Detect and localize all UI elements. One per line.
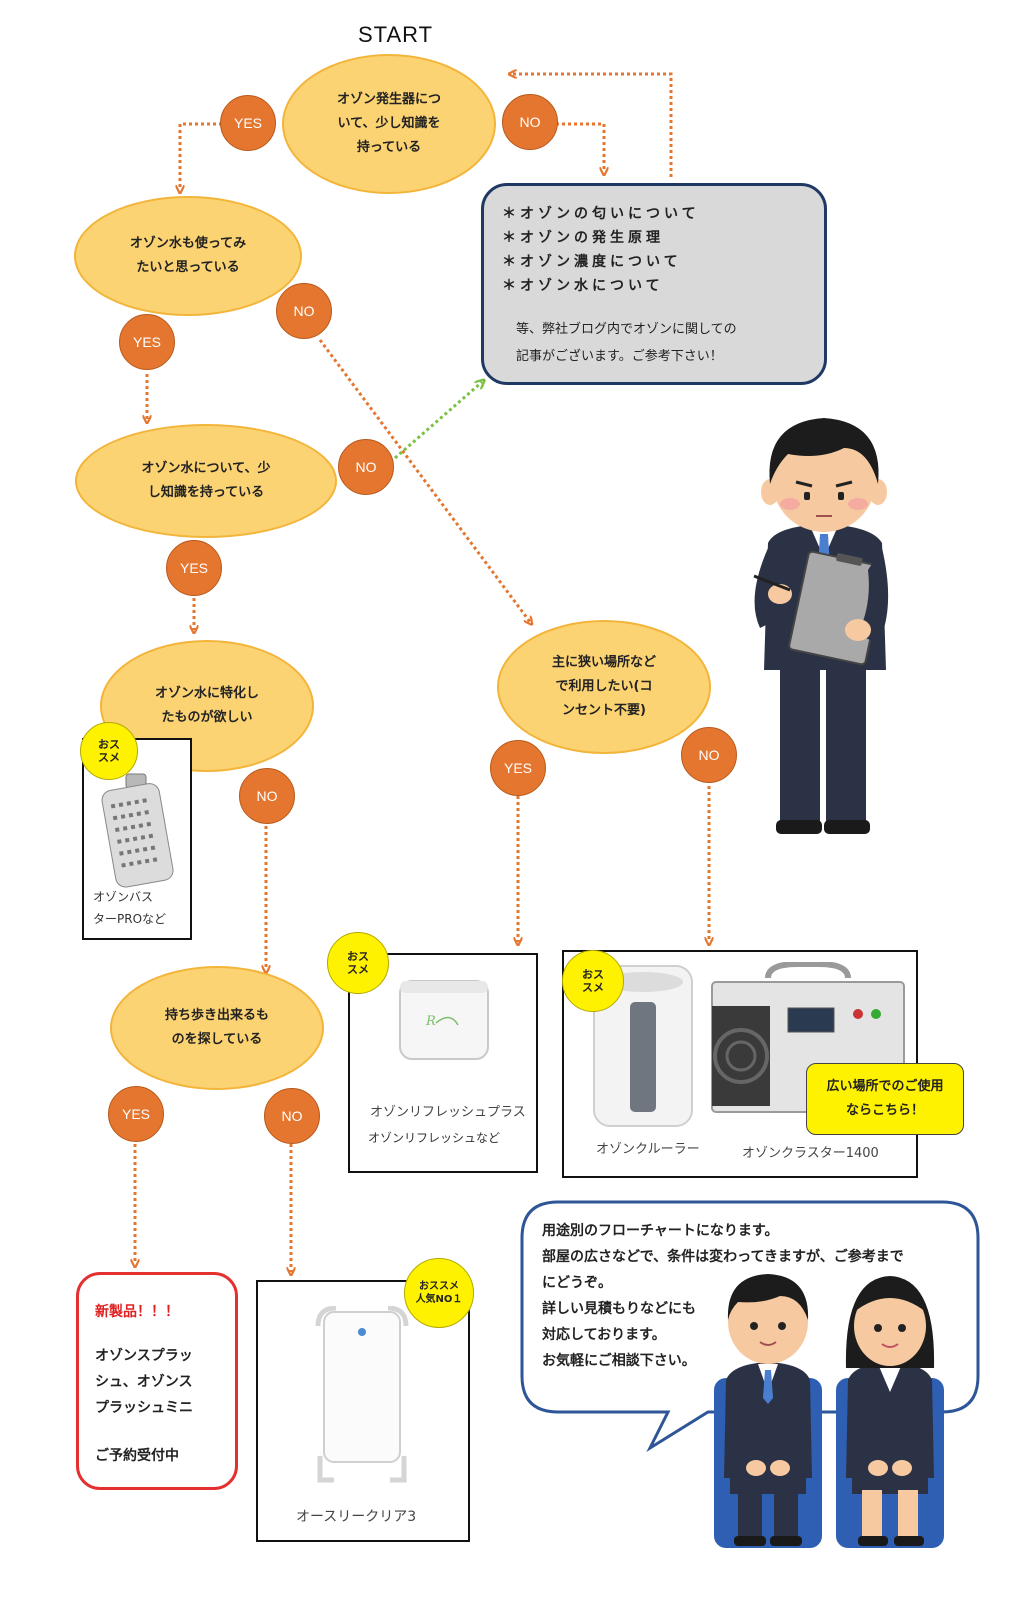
answer-no: NO xyxy=(681,727,737,783)
ozone-refresh-plus-label: オゾンリフレッシュプラス xyxy=(370,1105,526,1120)
recommend-badge: おススメ xyxy=(562,950,624,1012)
answer-yes: YES xyxy=(220,95,276,151)
blog-note: 等、弊社ブログ内でオゾンに関しての 記事がございます。ご参考下さい！ xyxy=(516,322,737,364)
arrow-q1-yes xyxy=(180,122,222,190)
arrow-q3-no xyxy=(394,382,482,460)
arrow-q2-no xyxy=(318,339,530,622)
answer-no: NO xyxy=(276,283,332,339)
seated-staff-illustration xyxy=(714,1274,944,1548)
svg-text:R: R xyxy=(425,1014,436,1029)
question-ozone-generator-knowledge: オゾン発生器について、少し知識を持っている xyxy=(282,54,496,194)
recommend-badge: おススメ xyxy=(80,722,138,780)
answer-no: NO xyxy=(338,439,394,495)
ozone-cluster-label: オゾンクラスター1400 xyxy=(742,1146,879,1161)
answer-yes: YES xyxy=(490,740,546,796)
ozone-cooler-label: オゾンクルーラー xyxy=(596,1142,700,1157)
recommend-no1-badge: おススメ人気NO１ xyxy=(404,1258,474,1328)
o3-clear-label: オースリークリア3 xyxy=(296,1509,417,1525)
blog-topic-list: ＊オゾンの匂いについて ＊オゾンの発生原理 ＊オゾン濃度について ＊オゾン水につ… xyxy=(502,206,700,294)
businessman-clipboard-illustration xyxy=(753,418,889,834)
answer-no: NO xyxy=(239,768,295,824)
new-product-heading: 新製品！！！ xyxy=(95,1304,179,1320)
answer-no: NO xyxy=(264,1088,320,1144)
answer-yes: YES xyxy=(119,314,175,370)
new-product-box[interactable]: 新製品！！！ オゾンスプラッ シュ、オゾンス プラッシュミニ ご予約受付中 xyxy=(76,1272,238,1490)
product-card-ozone-refresh[interactable]: R オゾンリフレッシュプラス オゾンリフレッシュなど xyxy=(348,953,538,1173)
question-small-space: 主に狭い場所などで利用したい(コンセント不要) xyxy=(497,620,711,754)
product-card-ozone-buster[interactable]: オゾンバス ターPROなど xyxy=(82,738,192,940)
ozone-buster-caption: オゾンバス ターPROなど xyxy=(93,890,167,926)
question-want-ozone-water: オゾン水も使ってみたいと思っている xyxy=(74,196,302,316)
question-ozone-water-specialized: オゾン水に特化したものが欲しい xyxy=(100,640,314,772)
blog-info-box: ＊オゾンの匂いについて ＊オゾンの発生原理 ＊オゾン濃度について ＊オゾン水につ… xyxy=(481,183,827,385)
product-card-o3-clear[interactable]: オースリークリア3 xyxy=(256,1280,470,1542)
start-label: START xyxy=(358,22,434,47)
wide-area-callout: 広い場所でのご使用ならこちら！ xyxy=(806,1063,964,1135)
new-product-names: オゾンスプラッ シュ、オゾンス プラッシュミニ xyxy=(95,1348,193,1416)
answer-yes: YES xyxy=(108,1086,164,1142)
ozone-refresh-label: オゾンリフレッシュなど xyxy=(368,1131,501,1145)
answer-yes: YES xyxy=(166,540,222,596)
question-portable: 持ち歩き出来るものを探している xyxy=(110,966,324,1090)
new-product-footer: ご予約受付中 xyxy=(95,1448,179,1464)
arrow-q1-no xyxy=(556,122,604,172)
o3-clear-image xyxy=(315,1306,409,1483)
arrow-info-back xyxy=(512,74,673,177)
answer-no: NO xyxy=(502,94,558,150)
ozone-refresh-image: R xyxy=(399,980,489,1060)
question-ozone-water-knowledge: オゾン水について、少し知識を持っている xyxy=(75,424,337,538)
speech-text: 用途別のフローチャートになります。 部屋の広さなどで、条件は変わってきますが、ご… xyxy=(542,1223,904,1369)
recommend-badge: おススメ xyxy=(327,932,389,994)
ozone-buster-image xyxy=(101,773,174,888)
